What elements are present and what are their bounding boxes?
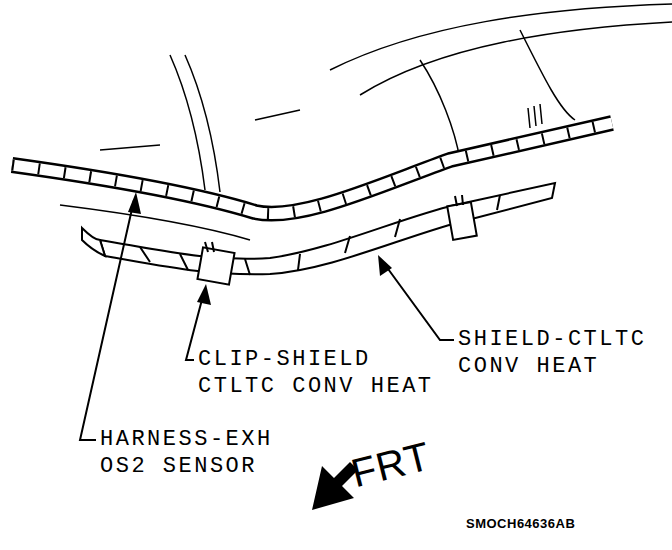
shield-band [100, 183, 555, 274]
heat-shield [82, 183, 555, 285]
body-line [185, 55, 220, 192]
shield-clip [447, 202, 477, 240]
part-label: CLIP-SHIELD CTLTC CONV HEAT [198, 346, 448, 400]
part-label: SHIELD-CTLTC CONV HEAT [458, 326, 658, 380]
body-line [100, 145, 160, 150]
shield-clip [197, 247, 234, 284]
leader-lines [80, 200, 454, 440]
leader-line [383, 262, 454, 340]
front-indicator: FRT [347, 428, 455, 495]
leader-arrowheads [128, 192, 392, 305]
body-line [255, 110, 300, 120]
body-line [170, 55, 205, 190]
figure-code: SMOCH64636AB [466, 516, 656, 532]
wire-ends [528, 104, 542, 128]
body-line [330, 4, 672, 70]
part-label: HARNESS-EXH OS2 SENSOR [100, 426, 300, 480]
leader-line [80, 200, 134, 440]
body-outline [60, 4, 672, 240]
arrowhead [378, 255, 392, 276]
body-line [520, 30, 575, 120]
shield-seams [140, 195, 500, 275]
clip-tabs [205, 195, 463, 252]
body-line [420, 60, 460, 160]
shield-end [82, 228, 105, 256]
body-line [360, 22, 672, 95]
arrowhead [197, 284, 211, 305]
arrowhead [128, 192, 141, 214]
